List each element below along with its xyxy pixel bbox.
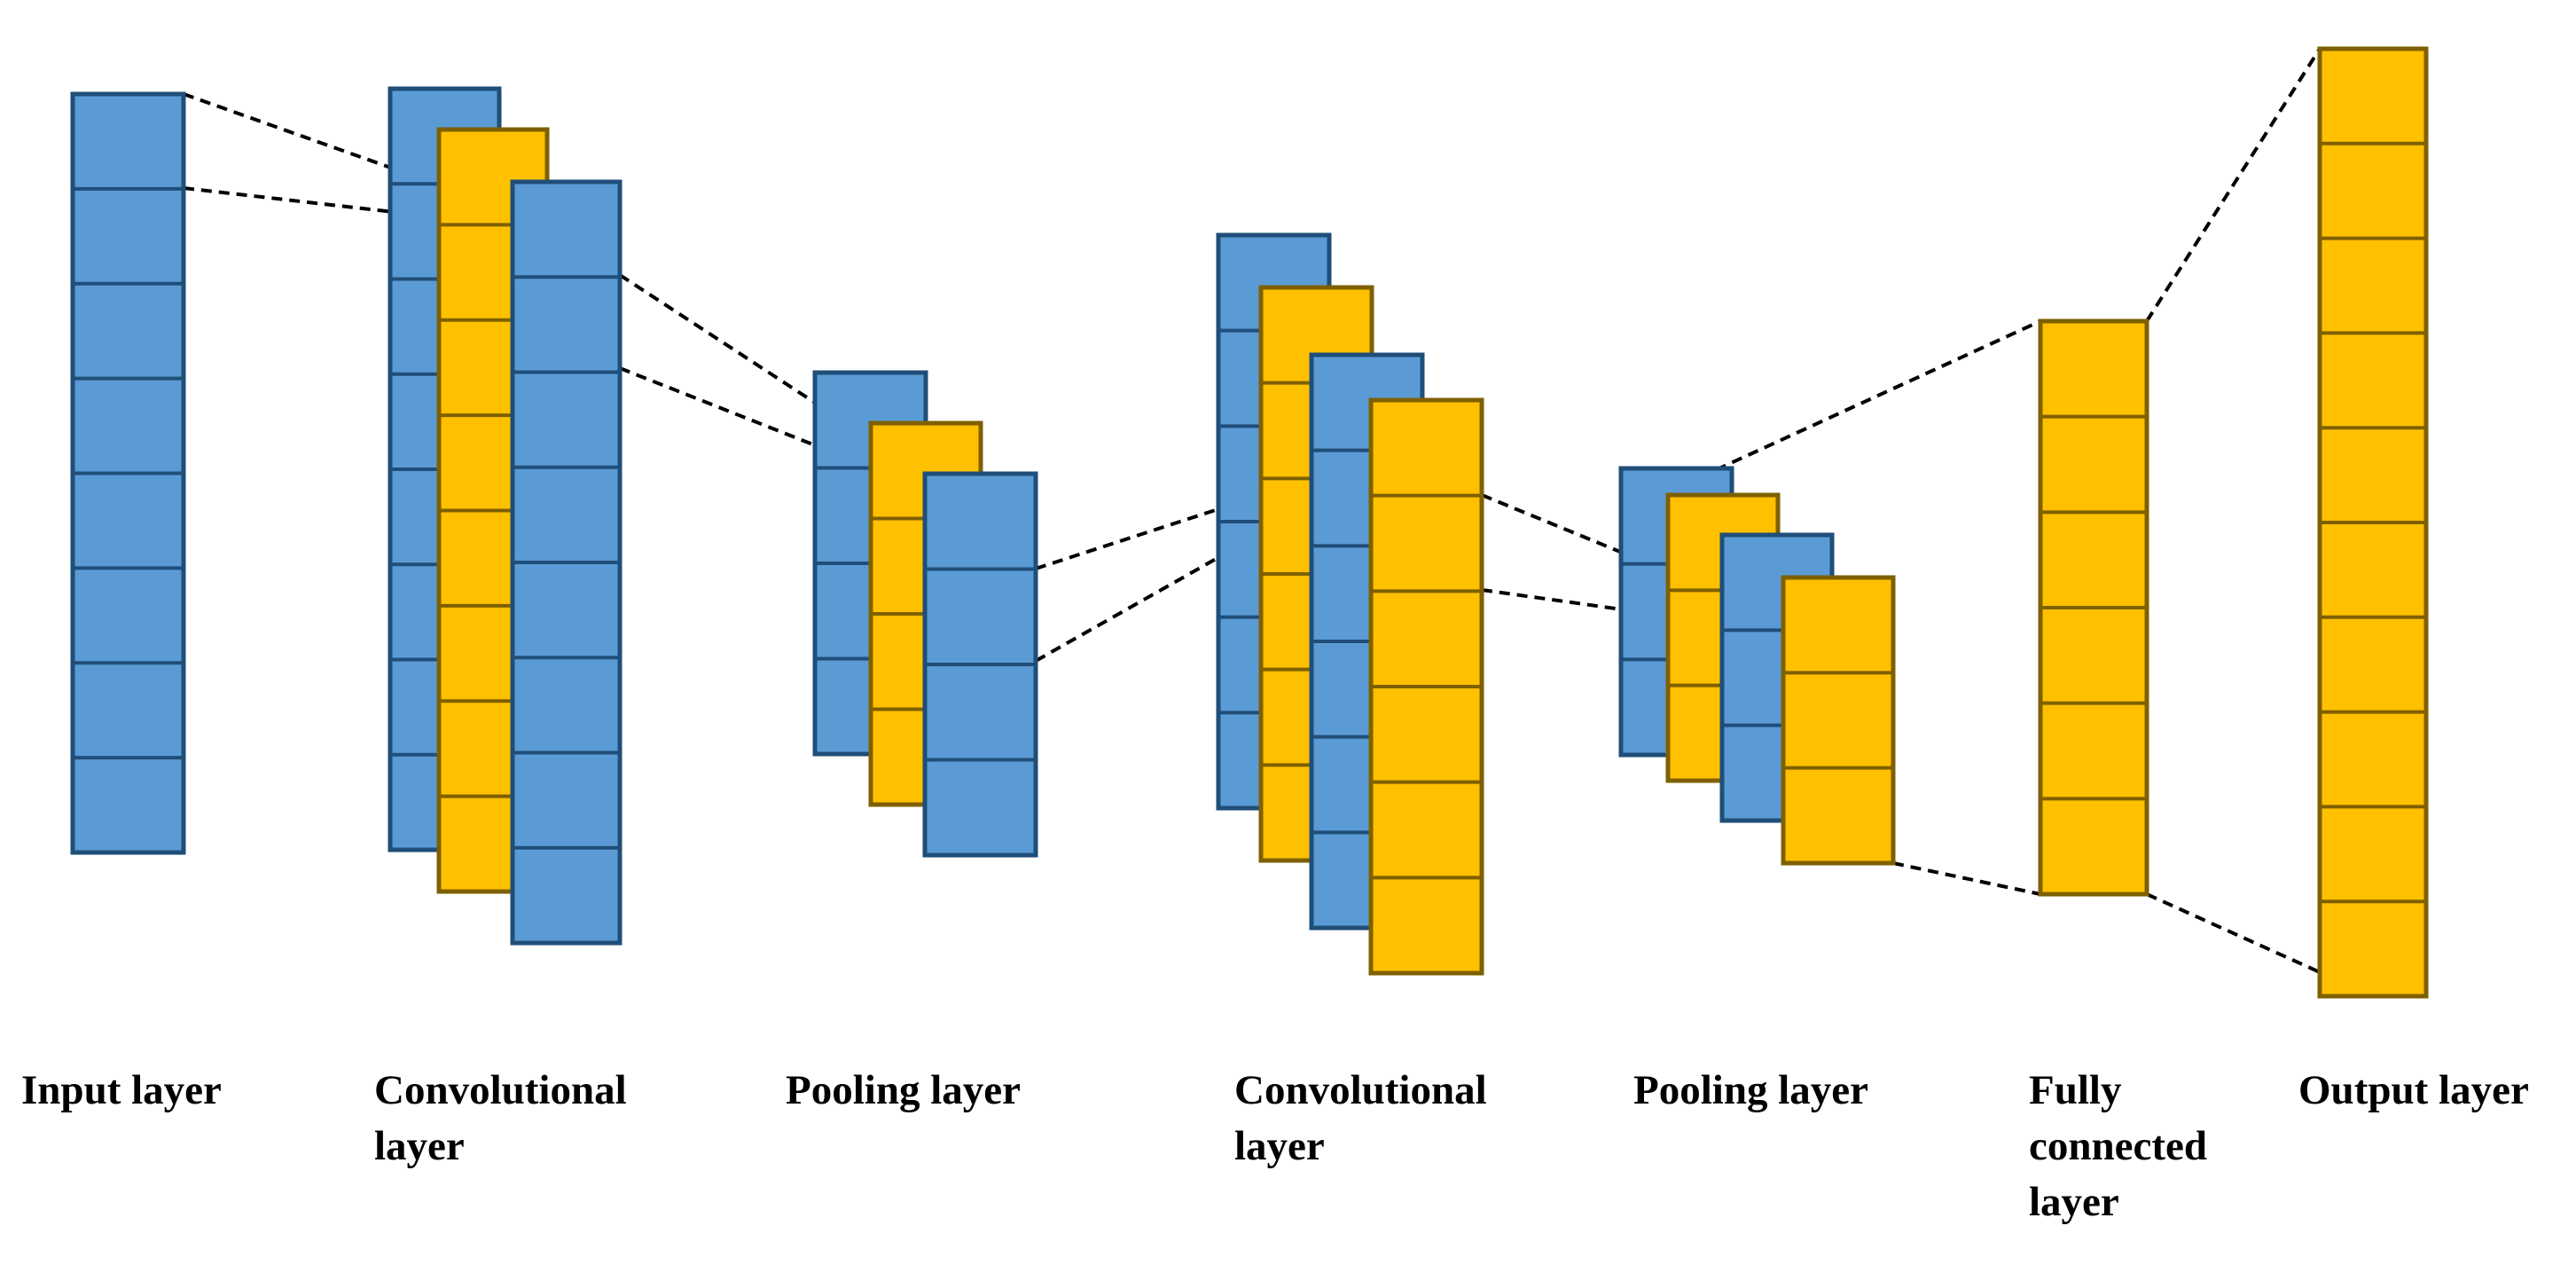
pool2-feature-map-4-outline [1781, 575, 1896, 866]
label-pooling-layer-2: Pooling layer [1633, 1067, 1868, 1113]
input-layer-block [70, 91, 186, 855]
fully-connected-block [2038, 318, 2149, 897]
layer-blocks [70, 46, 2429, 999]
fc-to-output-lower-connector [2146, 892, 2374, 998]
conv1-feature-map-3 [510, 179, 622, 946]
label-fully-connected-layer: Fully connected layer [2029, 1067, 2208, 1225]
pool2-to-fc-upper-connector [1699, 319, 2041, 479]
label-pooling-layer-1: Pooling layer [786, 1067, 1021, 1113]
conv2-to-pool2-lower-connector [1481, 588, 1833, 640]
label-output-layer: Output layer [2298, 1067, 2529, 1113]
pool1-feature-map-3 [922, 471, 1038, 858]
pool2-to-fc-lower-connector [1892, 861, 2041, 896]
conv2-to-pool2-upper-connector [1481, 493, 1833, 640]
pool2-feature-map-4 [1781, 575, 1896, 866]
fc-to-output-upper-connector [2145, 47, 2322, 323]
output-layer-block [2317, 46, 2429, 999]
label-convolutional-layer-2: Convolutional layer [1234, 1067, 1487, 1169]
label-convolutional-layer-1: Convolutional layer [374, 1067, 627, 1169]
conv2-feature-map-4 [1368, 397, 1484, 976]
label-input-layer: Input layer [21, 1067, 222, 1113]
